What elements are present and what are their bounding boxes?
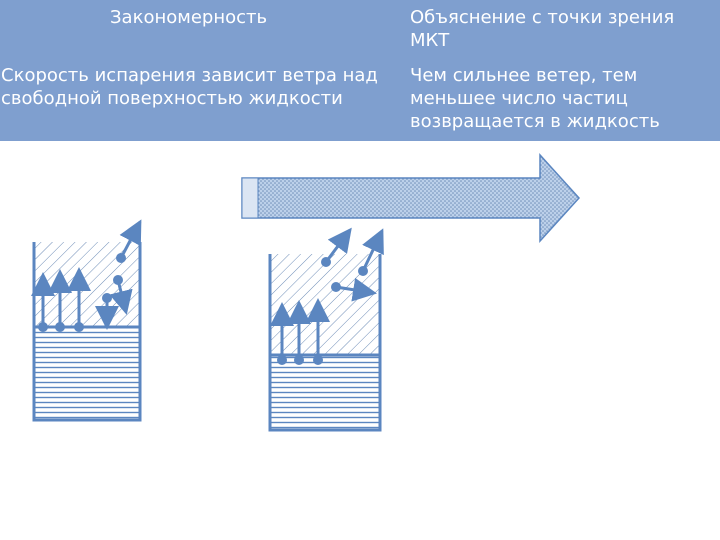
table-cell-explanation: Чем сильнее ветер, тем меньшее число час… [410, 65, 660, 132]
particle-icon [306, 298, 330, 365]
particle-icon [48, 269, 72, 332]
particle-icon [331, 277, 377, 302]
vessel-left-icon [31, 219, 142, 422]
particle-icon [321, 227, 352, 267]
table-header-regularity: Закономерность [110, 7, 268, 28]
table-header-explanation: Объяснение с точки зрения МКТ [410, 7, 680, 51]
particle-icon [116, 219, 142, 263]
table-cell-regularity: Скорость испарения зависит ветра над сво… [1, 65, 384, 109]
particle-icon [358, 228, 384, 276]
particle-icon [270, 302, 294, 365]
wind-arrow-icon [241, 153, 581, 243]
particle-icon [109, 275, 133, 315]
particle-icon [67, 267, 91, 332]
particle-icon [287, 300, 311, 365]
particle-icon [31, 272, 55, 332]
vessel-right-icon [268, 227, 384, 432]
regularity-table: Закономерность Объяснение с точки зрения… [0, 0, 720, 141]
